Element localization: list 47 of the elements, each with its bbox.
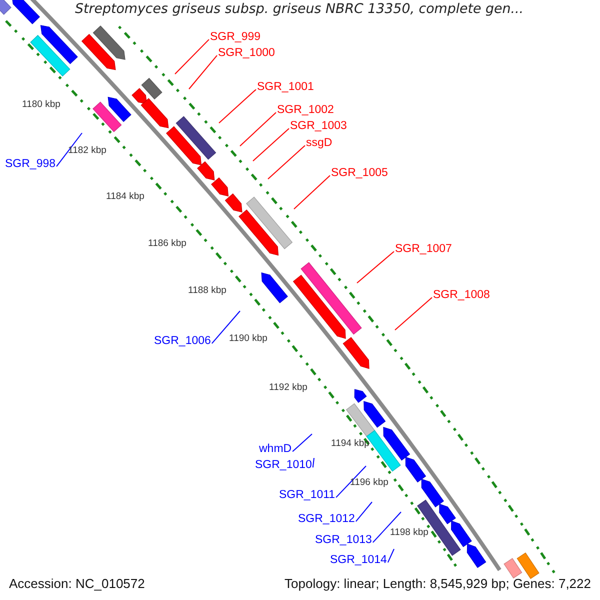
leader-line <box>312 458 314 468</box>
scale-label: 1194 kbp <box>331 438 370 449</box>
gene-label: SGR_999 <box>210 31 261 44</box>
map-info-text: Topology: linear; Length: 8,545,929 bp; Genes: 7,222 <box>284 576 591 591</box>
gene-label: SGR_1006 <box>154 335 211 348</box>
gene-label: SGR_1000 <box>218 47 275 60</box>
gene-label: SGR_1013 <box>315 534 372 547</box>
leader-line <box>268 144 306 180</box>
leader-line <box>356 250 394 284</box>
scale-label: 1188 kbp <box>188 285 226 296</box>
leader-line <box>292 434 312 452</box>
leader-line <box>387 548 394 563</box>
scale-label: 1196 kbp <box>350 477 388 488</box>
scale-label: 1180 kbp <box>22 99 60 110</box>
leader-line <box>188 54 218 90</box>
gene-label: SGR_1002 <box>277 104 334 117</box>
gene-label: SGR_1003 <box>290 120 347 133</box>
gene-label: SGR_1014 <box>330 554 387 567</box>
gene-label: SGR_1007 <box>395 243 452 256</box>
scale-label: 1192 kbp <box>269 382 308 393</box>
gene-label: ssgD <box>306 137 332 150</box>
scale-label: 1190 kbp <box>229 333 268 344</box>
scale-label: 1184 kbp <box>106 191 144 202</box>
gene-label: whmD <box>259 443 292 456</box>
leader-line <box>240 112 276 146</box>
leader-line <box>355 502 372 522</box>
gene-label: SGR_1010 <box>255 459 312 472</box>
scale-label: 1198 kbp <box>390 527 428 538</box>
gene-label: SGR_1005 <box>331 167 388 180</box>
leader-line <box>336 466 366 498</box>
leader-line <box>294 174 330 210</box>
gene-label: SGR_1011 <box>279 489 336 502</box>
scale-label: 1186 kbp <box>148 238 186 249</box>
scale-label: 1182 kbp <box>68 145 106 156</box>
gene-label: SGR_1008 <box>433 289 490 302</box>
gene-label: SGR_998 <box>5 158 56 171</box>
gene-label: SGR_1012 <box>298 513 355 526</box>
map-info-text: Accession: NC_010572 <box>9 576 145 591</box>
gene-label: SGR_1001 <box>257 81 314 94</box>
leader-line <box>372 512 402 543</box>
leader-line <box>252 128 290 162</box>
leader-line <box>218 88 256 124</box>
leader-line <box>394 296 432 330</box>
leader-line <box>211 310 240 344</box>
leader-line <box>56 132 82 167</box>
map-title: Streptomyces griseus subsp. griseus NBRC 13350, complete gen... <box>75 2 524 17</box>
leader-line <box>174 38 210 74</box>
